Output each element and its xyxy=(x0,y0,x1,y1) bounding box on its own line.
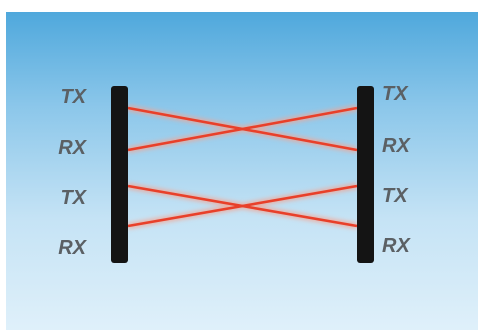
beam-lower-rx-left-to-tx-right xyxy=(127,184,358,228)
right-label-tx-2: TX xyxy=(382,185,408,207)
left-post xyxy=(111,86,128,263)
right-post xyxy=(357,86,374,263)
right-label-rx-2: RX xyxy=(382,235,410,257)
right-label-tx-1: TX xyxy=(382,83,408,105)
left-label-rx-2: RX xyxy=(58,237,86,259)
beam-glow-group xyxy=(127,105,358,229)
left-label-tx-2: TX xyxy=(60,187,86,209)
beam-upper-rx-left-to-tx-right xyxy=(127,106,358,152)
sky-gradient-panel xyxy=(6,12,478,330)
right-label-rx-1: RX xyxy=(382,135,410,157)
left-label-tx-1: TX xyxy=(60,86,86,108)
left-label-rx-1: RX xyxy=(58,137,86,159)
